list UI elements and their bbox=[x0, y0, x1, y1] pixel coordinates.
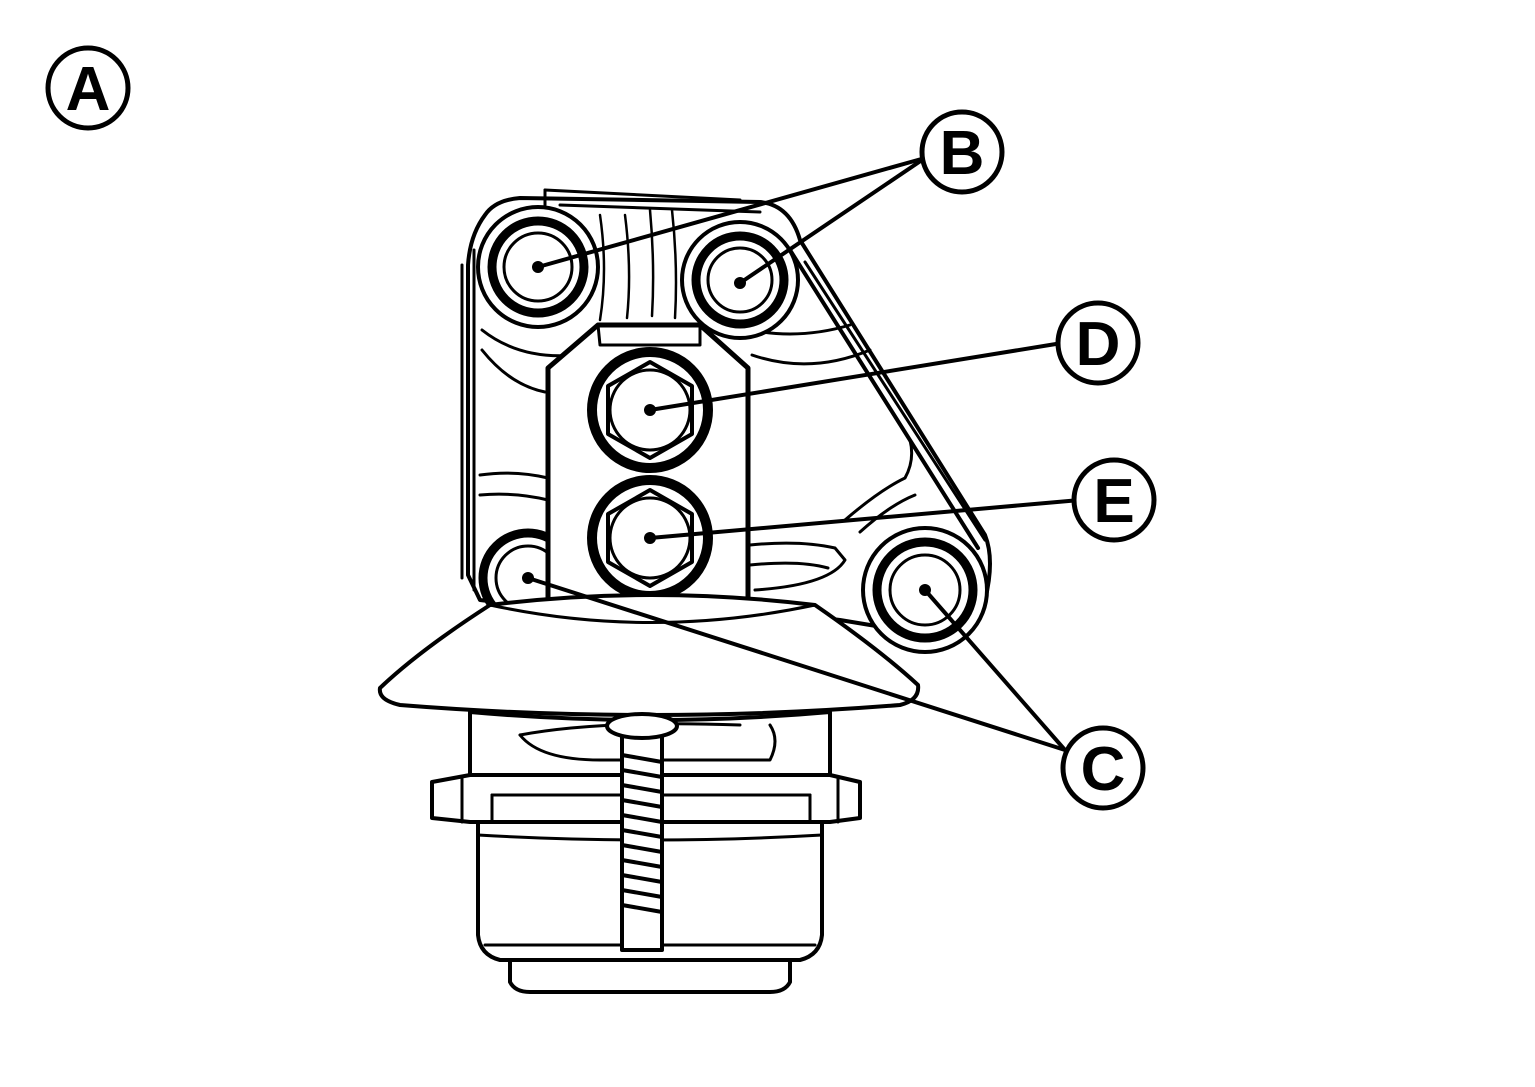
figure-label-a: A bbox=[45, 45, 131, 131]
leader-dots bbox=[522, 261, 931, 596]
heat-shield-cone bbox=[377, 593, 921, 717]
leader-c-right bbox=[923, 588, 1067, 752]
leader-lines bbox=[527, 156, 1081, 752]
svg-text:A: A bbox=[66, 55, 111, 124]
mount-assembly bbox=[377, 188, 992, 994]
svg-text:C: C bbox=[1081, 735, 1126, 804]
callout-c: C bbox=[1060, 725, 1146, 811]
svg-text:E: E bbox=[1093, 467, 1134, 536]
leader-d bbox=[649, 341, 1063, 412]
callout-e: E bbox=[1071, 457, 1157, 543]
callout-d: D bbox=[1055, 300, 1141, 386]
threaded-stud bbox=[605, 712, 679, 952]
leader-b-left bbox=[537, 156, 926, 269]
svg-text:B: B bbox=[940, 119, 985, 188]
leader-c-left bbox=[527, 576, 1066, 752]
leader-e bbox=[649, 498, 1081, 540]
leader-b-right bbox=[738, 156, 927, 285]
callout-b: B bbox=[919, 109, 1005, 195]
svg-text:D: D bbox=[1076, 310, 1121, 379]
